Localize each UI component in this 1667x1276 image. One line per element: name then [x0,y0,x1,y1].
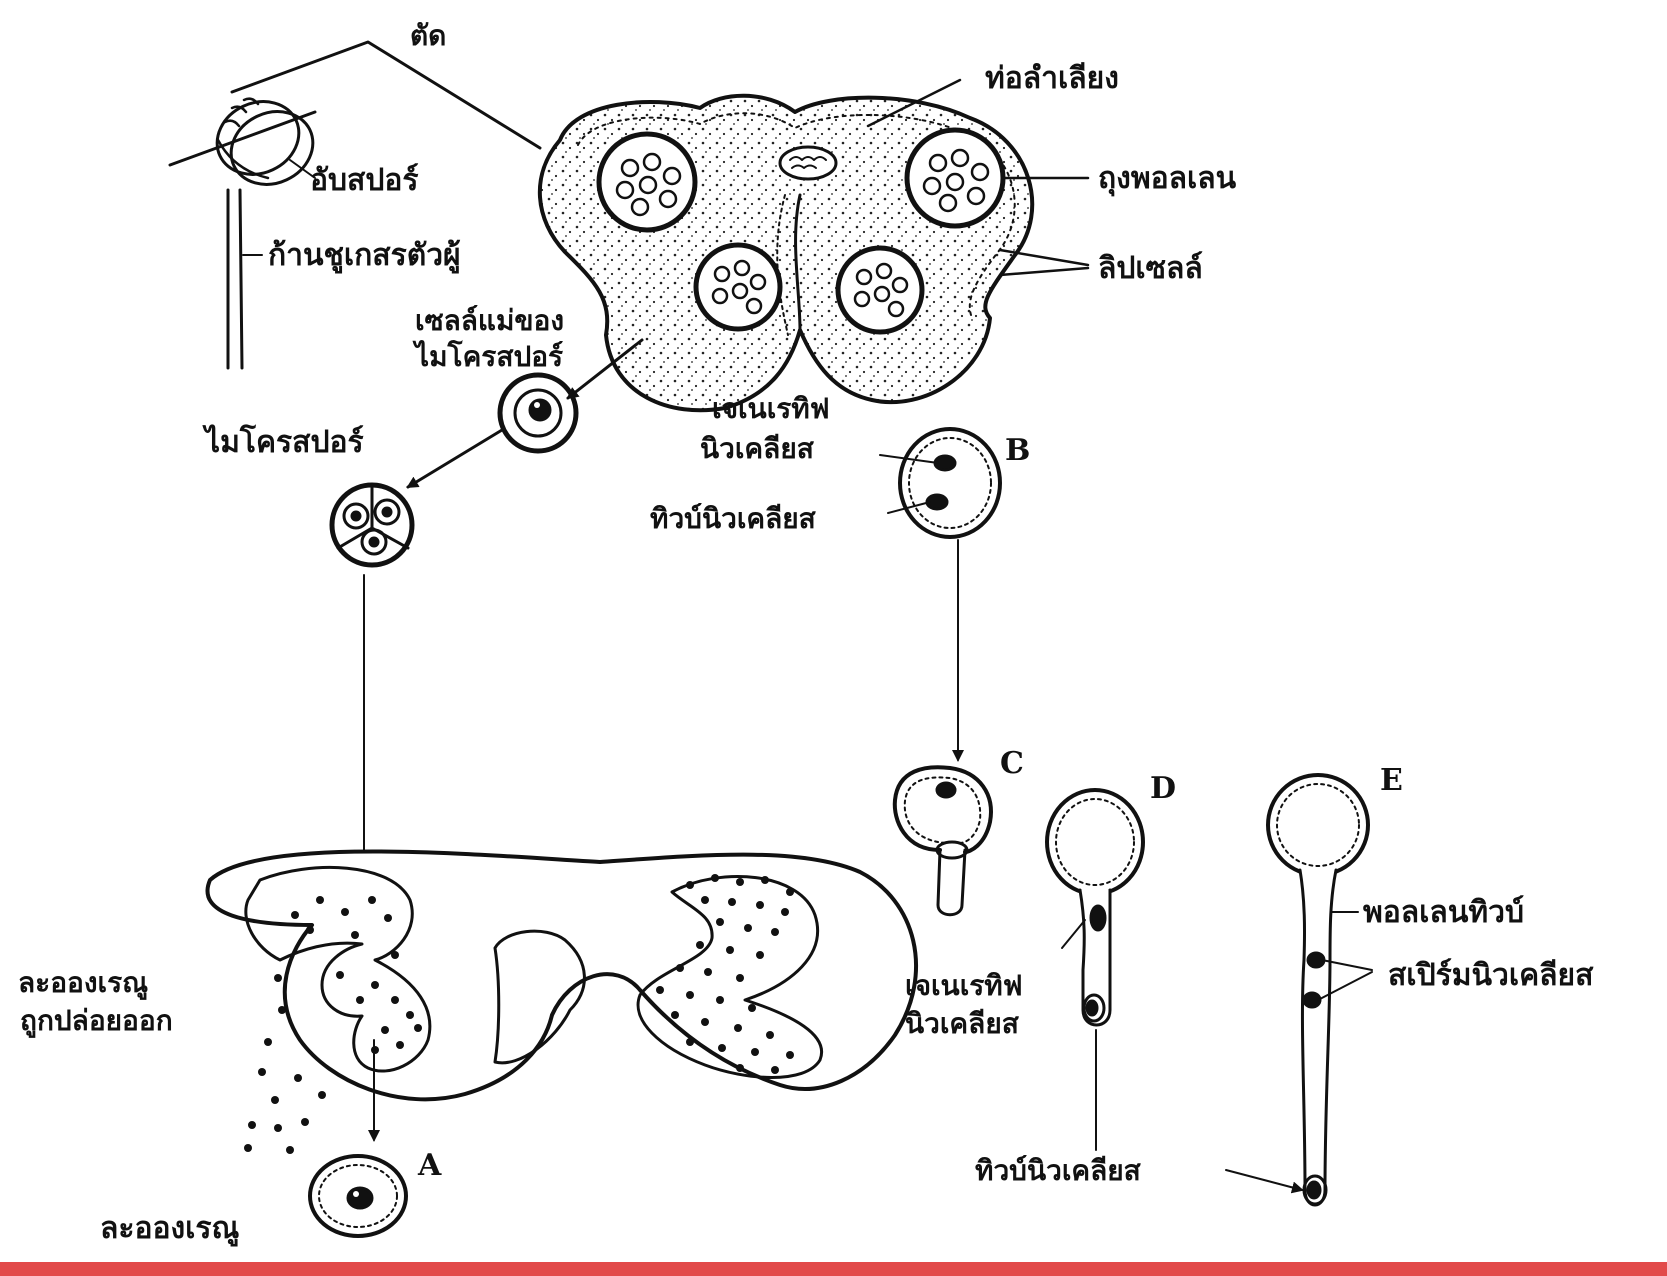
label-pollen-grain: ละอองเรณู [100,1211,240,1247]
label-tube-nucleus-bottom: ทิวบ์นิวเคลียส [975,1154,1142,1187]
label-generative-nucleus-d-line1: เจเนเรทิฟ [905,969,1023,1002]
stage-letter-d: D [1150,771,1176,806]
pollen-grain-e [1226,775,1372,1205]
stage-letter-b: B [1005,433,1030,468]
microspore-tetrad [332,485,412,565]
stage-letter-a: A [417,1148,442,1183]
label-released-line2: ถูกปล่อยออก [20,1004,173,1038]
label-filament: ก้านชูเกสรตัวผู้ [268,238,461,274]
bottom-border-strip [0,1262,1667,1276]
pollen-sac-bottom-left [696,245,780,329]
vascular-bundle [780,147,836,179]
pollen-grain-b [880,429,1000,537]
mature-anther-section [208,851,917,1154]
stage-letter-e: E [1380,763,1403,798]
arrow-to-tetrad [408,430,502,487]
label-microspore: ไมโครสปอร์ [202,423,364,460]
stage-letter-c: C [1000,746,1024,781]
anther-cross-section [540,80,1088,410]
mature-anther-outline [208,851,917,1099]
label-tube-nucleus-b: ทิวบ์นิวเคลียส [650,502,817,535]
label-generative-nucleus-b-line1: เจเนเรทิฟ [712,392,830,425]
tapetum-leader-2 [1000,268,1088,275]
label-generative-nucleus-b-line2: นิวเคลียส [700,432,815,465]
filament-line-right [240,190,242,368]
cut-line-small [170,112,315,165]
pollen-sac-bottom-right [838,248,922,332]
label-pollen-tube: พอลเลนทิวบ์ [1363,895,1524,930]
label-mother-cell-line1: เซลล์แม่ของ [415,304,564,337]
label-vascular-bundle: ท่อลำเลียง [985,61,1119,96]
anther-drawing [205,89,325,198]
label-generative-nucleus-d-line2: นิวเคลียส [905,1007,1020,1040]
microspore-mother-cell [500,375,576,451]
label-tapetum: ลิปเซลล์ [1098,251,1203,286]
pollen-grain-a [310,1156,406,1236]
cut-callout [232,42,540,148]
pollen-grain-c [895,767,991,915]
pollen-grain-d [1047,790,1143,1150]
label-pollen-sac: ถุงพอลเลน [1098,161,1237,197]
pollen-sac-top-left [599,134,695,230]
label-anther: อับสปอร์ [310,163,419,198]
label-cut: ตัด [410,19,446,52]
label-mother-cell-line2: ไมโครสปอร์ [412,339,563,373]
label-sperm-nuclei: สเปิร์มนิวเคลียส [1388,958,1594,993]
pollen-sac-top-right [907,130,1003,226]
label-released-line1: ละอองเรณู [18,966,148,1000]
